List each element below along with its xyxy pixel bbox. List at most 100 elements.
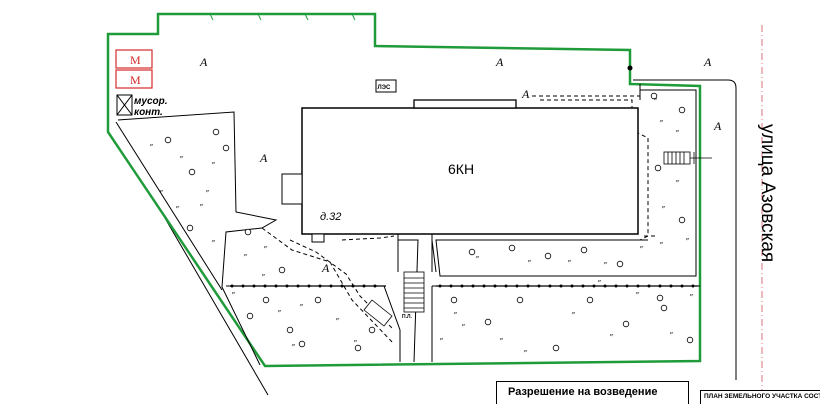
fence-post — [680, 284, 684, 288]
tree-symbol — [246, 312, 254, 320]
grass-symbol: ″ — [476, 255, 479, 264]
trash-container-icon — [116, 94, 133, 116]
building-label: 6КН — [448, 161, 474, 177]
grass-symbol: ″ — [180, 155, 183, 164]
fence-post — [570, 284, 574, 288]
grass-symbol: ″ — [528, 259, 531, 268]
tree-symbol — [278, 266, 286, 274]
fence-post — [625, 284, 629, 288]
landscape-bottom — [226, 239, 700, 363]
fence-post — [537, 284, 541, 288]
fence-post — [636, 284, 640, 288]
tree-symbol — [622, 320, 630, 328]
stairs-right — [663, 151, 712, 165]
fence-post — [285, 284, 289, 288]
grass-symbol: ″ — [598, 279, 601, 288]
grass-symbol: ″ — [636, 291, 639, 300]
fence-post — [362, 284, 366, 288]
permit-title-box: Разрешение на возведение — [496, 381, 689, 404]
grass-symbol: ″ — [232, 291, 235, 300]
grass-symbol: ″ — [264, 245, 267, 254]
grass-symbol: ″ — [200, 203, 203, 212]
entrance-small — [311, 233, 325, 243]
fence-post — [307, 284, 311, 288]
fence-post — [230, 284, 234, 288]
fence-post — [691, 284, 695, 288]
tree-symbol — [164, 136, 172, 144]
plan-title-box: ПЛАН ЗЕМЕЛЬНОГО УЧАСТКА СОСТАВ — [700, 390, 820, 404]
grass-symbol: ″ — [462, 323, 465, 332]
zone-a-5: А — [713, 119, 722, 133]
grass-symbol: ″ — [524, 349, 527, 358]
fence-post — [449, 284, 453, 288]
site-boundary — [106, 12, 702, 368]
metro-signs: М М — [115, 49, 153, 89]
zone-labels: А А А А А А А — [199, 55, 722, 275]
metro-sign-2: М — [130, 73, 141, 87]
building-number: д.32 — [320, 211, 341, 223]
fence-post — [559, 284, 563, 288]
fence-post — [647, 284, 651, 288]
fence-post — [460, 284, 464, 288]
fence-post — [614, 284, 618, 288]
landscape-right — [435, 84, 697, 277]
tree-symbol — [450, 296, 458, 304]
tree-symbol — [188, 168, 196, 176]
grass-symbol: ″ — [676, 129, 679, 138]
zone-a-4: А — [521, 87, 530, 101]
fence-post — [296, 284, 300, 288]
fence-post — [252, 284, 256, 288]
tree-symbol — [552, 344, 560, 352]
tree-symbol — [212, 128, 220, 136]
landscape-left — [115, 111, 278, 366]
grass-symbol: ″ — [160, 189, 163, 198]
fence-post — [581, 284, 585, 288]
grass-symbol: ″ — [690, 293, 693, 302]
fence-post — [340, 284, 344, 288]
tree-symbol — [508, 244, 516, 252]
small-building — [375, 79, 397, 93]
grass-symbol: ″ — [676, 179, 679, 188]
grass-symbol: ″ — [604, 261, 607, 270]
fence-post — [351, 284, 355, 288]
fence-post — [263, 284, 267, 288]
tree-symbol — [354, 344, 362, 352]
grass-symbol: ″ — [686, 237, 689, 246]
fence-post — [592, 284, 596, 288]
fence-post — [526, 284, 530, 288]
tree-symbol — [186, 224, 194, 232]
grass-symbol: ″ — [262, 273, 265, 282]
main-building — [301, 107, 639, 235]
fence-post — [493, 284, 497, 288]
stair-label: П.Л. — [402, 314, 412, 320]
street-edge-lines — [161, 79, 737, 396]
fence-post — [658, 284, 662, 288]
grass-symbol: ″ — [336, 317, 339, 326]
grass-symbol: ″ — [440, 337, 443, 346]
tree-symbol — [244, 228, 252, 236]
grass-symbol: ″ — [572, 311, 575, 320]
grass-symbol: ″ — [568, 259, 571, 268]
grass-symbols: ″″″″″″″″″″″″″″″″″″″″″″″″″″″″″″″″″″″″″″″″ — [150, 97, 693, 358]
fence-post — [669, 284, 673, 288]
trash-label-2: конт. — [134, 107, 163, 118]
trash-label-1: мусор. — [134, 96, 168, 107]
zone-a-7: А — [321, 261, 330, 275]
zone-a-3: А — [703, 55, 712, 69]
fence-post — [515, 284, 519, 288]
tree-symbol — [580, 246, 588, 254]
tree-symbol — [468, 248, 476, 256]
boundary-ticks — [209, 13, 356, 21]
tree-symbol — [286, 326, 294, 334]
tree-symbol — [262, 296, 270, 304]
grass-symbol: ″ — [654, 97, 657, 106]
fence-post — [318, 284, 322, 288]
grass-symbol: ″ — [176, 205, 179, 214]
tree-symbol — [650, 92, 658, 100]
passage — [397, 234, 433, 272]
building-annex-left — [281, 173, 303, 205]
building-annex-top — [413, 99, 517, 109]
tree-symbol — [222, 144, 230, 152]
zone-a-6: А — [259, 151, 268, 165]
